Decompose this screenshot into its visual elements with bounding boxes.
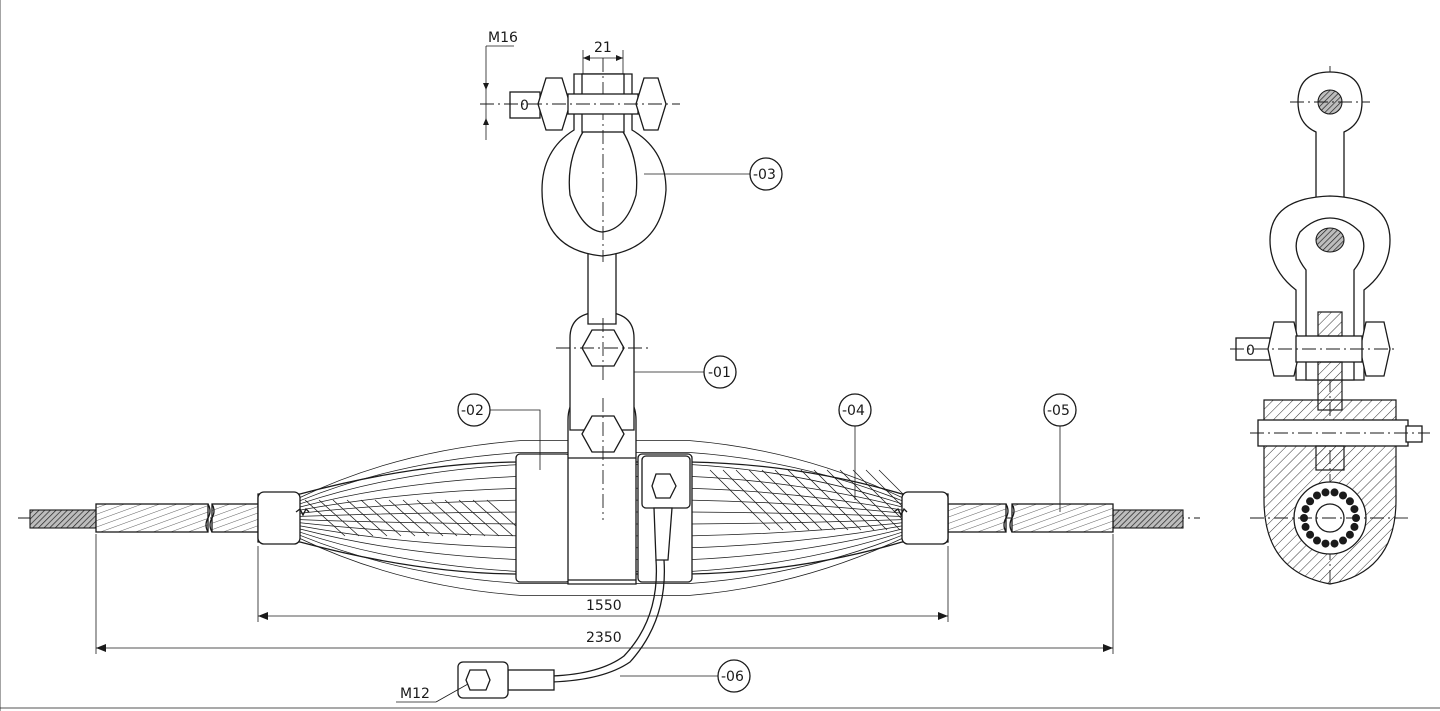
dimension-shackle-width: 21 bbox=[582, 40, 624, 74]
svg-text:0: 0 bbox=[1246, 343, 1255, 359]
balloon-06: -06 bbox=[620, 659, 751, 693]
dim-m12: M12 bbox=[400, 686, 430, 702]
balloon-04: -04 bbox=[838, 393, 872, 500]
svg-text:-01: -01 bbox=[708, 365, 731, 381]
armor-rods-right bbox=[947, 503, 1114, 533]
dimension-1550: 1550 bbox=[257, 546, 949, 622]
svg-text:-03: -03 bbox=[753, 167, 776, 183]
balloon-05: -05 bbox=[1043, 393, 1077, 512]
clamp-bolt-upper bbox=[556, 318, 650, 380]
dim-1550: 1550 bbox=[586, 598, 622, 614]
dimension-m16: M16 bbox=[483, 30, 518, 140]
dim-2350: 2350 bbox=[586, 630, 622, 646]
svg-text:-06: -06 bbox=[721, 669, 744, 685]
dimension-m12: M12 bbox=[396, 683, 469, 703]
balloon-02: -02 bbox=[457, 393, 541, 470]
dim-m16: M16 bbox=[488, 30, 518, 46]
svg-text:-05: -05 bbox=[1047, 403, 1070, 419]
side-view: 0 bbox=[1230, 66, 1430, 586]
conductor-end-right bbox=[1112, 509, 1184, 529]
armor-rods-left bbox=[95, 503, 261, 533]
balloon-01: -01 bbox=[634, 355, 737, 389]
front-view: 0 21 M16 bbox=[18, 30, 1200, 703]
balloon-03: -03 bbox=[644, 157, 783, 191]
conductor-end-left bbox=[29, 509, 97, 529]
clamp-bolt-lower bbox=[581, 398, 625, 520]
grounding-jumper bbox=[457, 455, 691, 699]
dim-21: 21 bbox=[594, 40, 612, 56]
dimension-2350: 2350 bbox=[95, 534, 1114, 654]
svg-text:-04: -04 bbox=[842, 403, 865, 419]
svg-text:-02: -02 bbox=[461, 403, 484, 419]
svg-text:0: 0 bbox=[520, 98, 529, 114]
shackle-bolt: 0 bbox=[480, 77, 680, 131]
